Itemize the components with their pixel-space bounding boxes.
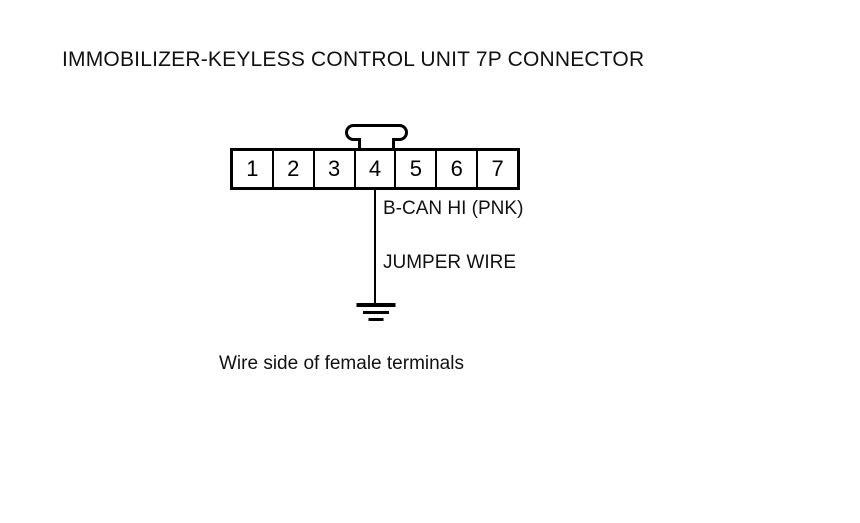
pin-number-label: 4 [368, 156, 382, 181]
pin-number-label: 3 [328, 156, 341, 181]
latch-neck [358, 138, 395, 151]
connector-pin-3: 3 [314, 151, 356, 187]
jumper-wire-label: JUMPER WIRE [383, 252, 516, 273]
signal-name-label: B-CAN HI (PNK) [383, 198, 524, 219]
ground-bar-top [356, 303, 395, 307]
ground-symbol-icon [356, 303, 395, 323]
jumper-wire-line [374, 190, 376, 306]
connector-pin-2: 2 [273, 151, 315, 187]
pin-number-label: 5 [409, 156, 422, 181]
pin-number-label: 2 [287, 156, 300, 181]
pin-number-label: 1 [246, 156, 259, 181]
connector-pin-7: 7 [478, 151, 518, 187]
connector-block: 1 2 3 4 5 6 7 [230, 148, 520, 190]
pin-number-label: 7 [491, 156, 504, 181]
ground-bar-bottom [368, 318, 383, 321]
connector-pin-6: 6 [437, 151, 479, 187]
ground-bar-middle [362, 311, 389, 314]
connector-pin-5: 5 [396, 151, 438, 187]
page-title: IMMOBILIZER-KEYLESS CONTROL UNIT 7P CONN… [62, 48, 645, 71]
diagram-caption: Wire side of female terminals [219, 353, 464, 374]
connector-latch-tab-icon [345, 124, 408, 151]
pin-number-label: 6 [450, 156, 463, 181]
connector-pin-1: 1 [233, 151, 274, 187]
connector-pin-4: 4 [355, 151, 397, 187]
